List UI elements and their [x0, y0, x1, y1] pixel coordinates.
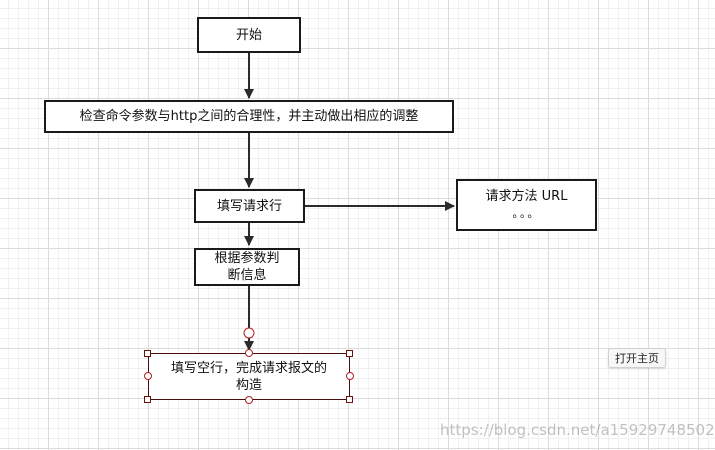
start-node-label: 开始 — [235, 27, 262, 43]
watermark-text: https://blog.csdn.net/a15929748502 — [440, 421, 715, 439]
fill-by-params-node[interactable]: 根据参数判 断信息 — [194, 248, 300, 286]
fill-blank-line-label-line1: 填写空行，完成请求报文的 — [170, 360, 327, 376]
check-node[interactable]: 检查命令参数与http之间的合理性，并主动做出相应的调整 — [44, 100, 454, 133]
start-node[interactable]: 开始 — [197, 17, 301, 53]
fill-request-line-node[interactable]: 填写请求行 — [194, 189, 305, 223]
check-node-label: 检查命令参数与http之间的合理性，并主动做出相应的调整 — [79, 109, 419, 124]
fill-blank-line-label-line2: 构造 — [235, 377, 262, 393]
connector-layer — [243, 53, 455, 351]
open-home-button[interactable]: 打开主页 — [608, 348, 666, 368]
resize-handle-top-right[interactable] — [346, 350, 353, 357]
fill-by-params-label-line2: 断信息 — [227, 268, 267, 283]
anchor-handle-right[interactable] — [346, 372, 354, 380]
method-url-label-line1: 请求方法 URL — [485, 189, 568, 204]
anchor-handle-top[interactable] — [245, 349, 253, 357]
method-url-label-line2: 。。。 — [512, 207, 541, 220]
fill-request-line-label: 填写请求行 — [216, 198, 282, 214]
connection-point[interactable] — [243, 327, 255, 339]
resize-handle-top-left[interactable] — [144, 350, 151, 357]
anchor-handle-bottom[interactable] — [245, 396, 253, 404]
fill-blank-line-node[interactable]: 填写空行，完成请求报文的 构造 — [148, 353, 350, 400]
anchor-handle-left[interactable] — [144, 372, 152, 380]
method-url-node[interactable]: 请求方法 URL 。。。 — [456, 179, 597, 231]
fill-by-params-label-line1: 根据参数判 — [214, 251, 280, 266]
resize-handle-bottom-right[interactable] — [346, 396, 353, 403]
resize-handle-bottom-left[interactable] — [144, 396, 151, 403]
